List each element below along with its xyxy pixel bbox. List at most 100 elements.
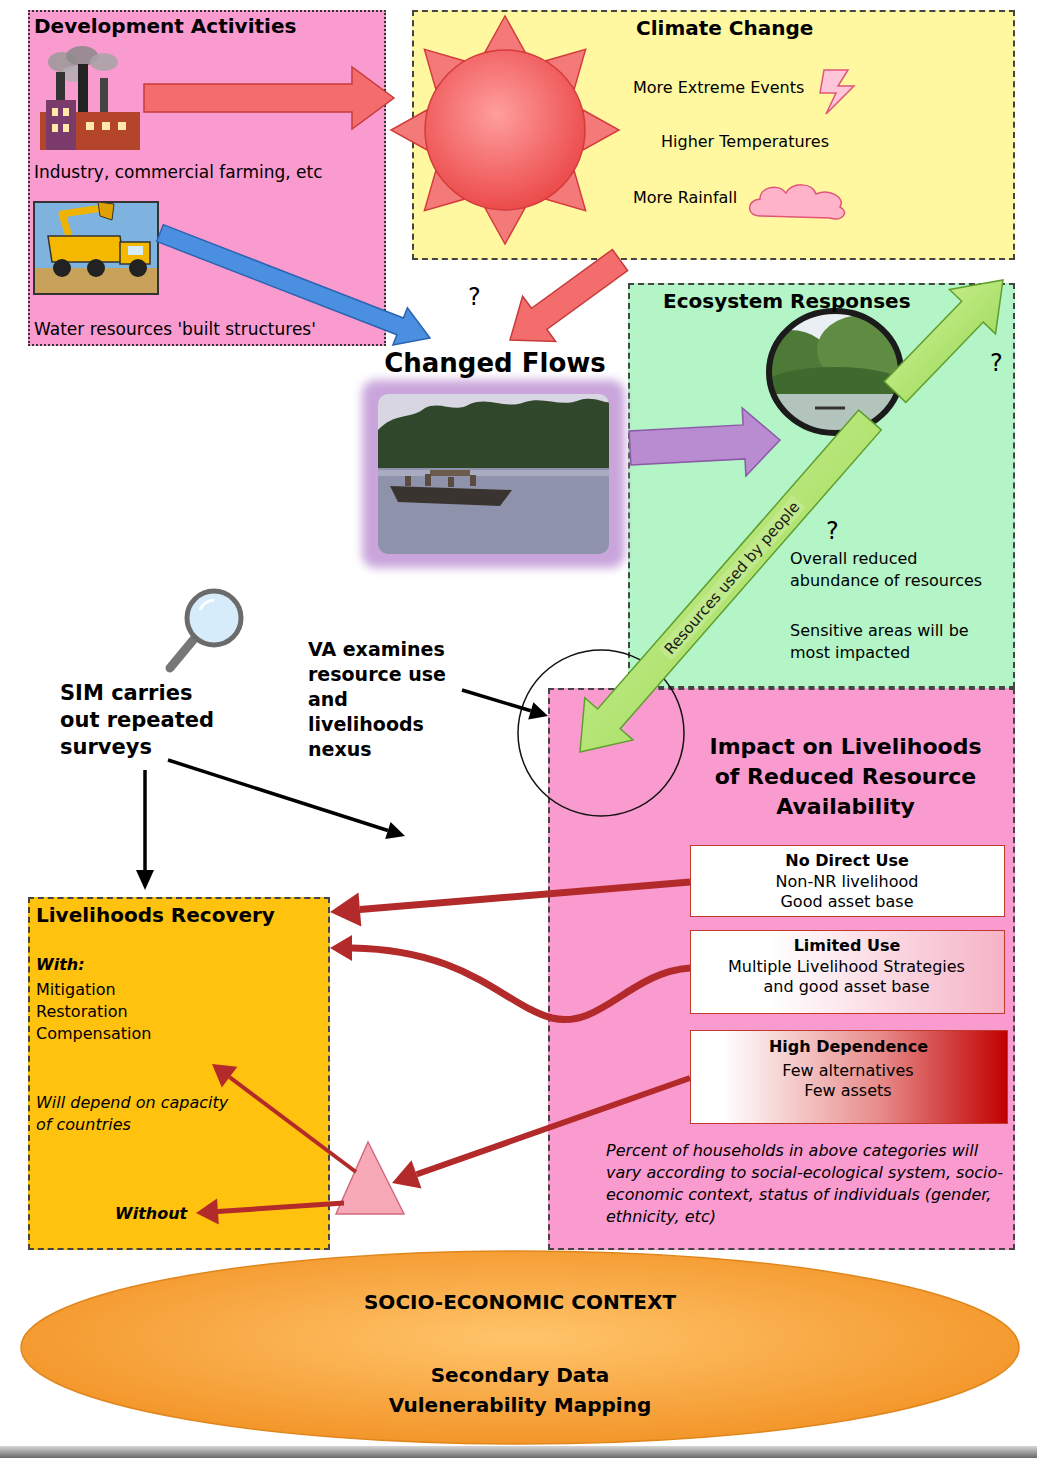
pointer-head xyxy=(385,822,405,839)
truck-icon xyxy=(34,202,158,294)
ellipse-shape xyxy=(21,1251,1019,1444)
photo-heading: Changed Flows xyxy=(360,348,630,379)
option-title: Without xyxy=(115,1204,187,1224)
boat-roof xyxy=(430,470,470,476)
impact-panel: Impact on Livelihoods of Reduced Resourc… xyxy=(548,688,1015,1250)
effect-text: More Extreme Events xyxy=(633,78,804,98)
factory-building xyxy=(46,100,76,150)
window xyxy=(63,108,69,116)
block-arrow xyxy=(144,67,394,129)
recovery-panel: Livelihoods RecoveryWith: Mitigation Rest… xyxy=(28,897,330,1250)
branch-line xyxy=(230,1077,356,1172)
option-list: Mitigation Restoration Compensation xyxy=(36,979,176,1045)
lens-highlight xyxy=(200,600,214,610)
pointer-head xyxy=(528,702,548,719)
flow-arrow xyxy=(580,410,881,752)
dump-bed xyxy=(48,236,124,262)
panel-heading: Climate Change xyxy=(636,16,813,40)
effect-text: Higher Temperatures xyxy=(661,132,829,152)
arrow-head xyxy=(330,893,361,927)
annotation: VA examines resource use and livelihoods… xyxy=(308,637,458,762)
question-mark: ? xyxy=(468,284,481,312)
photo-content xyxy=(378,394,609,554)
photo-content xyxy=(750,311,907,436)
water-streak xyxy=(378,470,609,476)
trees xyxy=(378,399,609,472)
magnifier-icon xyxy=(170,591,241,668)
panel-heading: Livelihoods Recovery xyxy=(36,903,275,927)
pointer-line xyxy=(168,760,388,831)
block-arrow xyxy=(157,225,430,345)
icon-frame xyxy=(34,202,158,294)
sun-ray xyxy=(485,16,525,52)
response-arrow xyxy=(884,280,1003,402)
window xyxy=(102,122,110,130)
category-box: No Direct UseNon-NR livelihood Good asse… xyxy=(690,845,1005,917)
branch-head xyxy=(212,1064,237,1088)
icon-caption: Water resources 'built structures' xyxy=(34,319,316,340)
wheel xyxy=(53,259,71,277)
context-heading: SOCIO-ECONOMIC CONTEXT xyxy=(20,1290,1020,1314)
wheel xyxy=(129,259,147,277)
photo-glow xyxy=(362,380,625,568)
window xyxy=(52,108,58,116)
arrow-line xyxy=(218,1203,344,1212)
category-text: Non-NR livelihood Good asset base xyxy=(764,872,930,912)
category-title: High Dependence xyxy=(691,1037,1006,1057)
footnote-text: Percent of households in above categorie… xyxy=(606,1140,1011,1228)
ground-shadow xyxy=(0,1446,1037,1458)
passenger xyxy=(405,476,411,486)
category-title: No Direct Use xyxy=(691,851,1003,871)
pointer-head xyxy=(136,870,154,890)
wheel xyxy=(87,259,105,277)
panel-heading: Ecosystem Responses xyxy=(663,289,911,313)
icon-caption: Industry, commercial farming, etc xyxy=(34,162,323,183)
arrow-curve xyxy=(352,948,690,1020)
passenger xyxy=(448,477,454,487)
block-arrow xyxy=(629,408,780,476)
flow-arrow xyxy=(196,1078,690,1225)
sun-symbol xyxy=(391,16,619,244)
cab-window xyxy=(128,246,143,255)
bucket xyxy=(98,202,114,220)
flow-arrow xyxy=(510,250,628,342)
arrow-line xyxy=(417,1078,691,1174)
passenger xyxy=(425,474,431,486)
photo-ring xyxy=(769,311,901,433)
junction-triangle xyxy=(336,1142,404,1214)
question-mark: ? xyxy=(990,350,1003,378)
wetland-photo xyxy=(750,311,907,436)
window xyxy=(86,122,94,130)
flow-arrow xyxy=(144,67,394,129)
window xyxy=(52,124,58,132)
window xyxy=(118,122,126,130)
category-box: High DependenceFew alternatives Few asse… xyxy=(690,1030,1008,1124)
boat xyxy=(815,407,845,410)
context-ellipse: SOCIO-ECONOMIC CONTEXT Secondary Data Vul… xyxy=(20,1250,1020,1445)
sun-body xyxy=(425,50,585,210)
panel-heading: Development Activities xyxy=(34,14,296,38)
pointer-line xyxy=(143,770,147,872)
block-arrow xyxy=(580,410,881,752)
river-photo xyxy=(362,380,625,568)
category-text: Few alternatives Few assets xyxy=(765,1061,931,1101)
flow-arrow xyxy=(330,935,690,1020)
magnifier-lens xyxy=(187,591,241,645)
option-title: With: xyxy=(36,955,85,975)
factory-icon xyxy=(40,46,140,150)
category-text: Multiple Livelihood Strategies and good … xyxy=(719,957,974,997)
arrow-line xyxy=(360,882,690,910)
flow-arrow xyxy=(157,225,430,345)
block-arrow xyxy=(510,250,628,342)
water xyxy=(378,468,609,554)
category-title: Limited Use xyxy=(691,936,1003,956)
effect-text: More Rainfall xyxy=(633,188,737,208)
note-text: Sensitive areas will be most impacted xyxy=(790,620,1005,664)
panel-heading: Impact on Livelihoods of Reduced Resourc… xyxy=(698,732,993,822)
category-box: Limited UseMultiple Livelihood Strategie… xyxy=(690,930,1005,1014)
window xyxy=(63,124,69,132)
flow-arrow xyxy=(629,408,780,476)
flow-arrow xyxy=(330,882,690,926)
context-text: Secondary Data Vulenerability Mapping xyxy=(360,1360,680,1420)
arrow-head xyxy=(196,1199,219,1225)
